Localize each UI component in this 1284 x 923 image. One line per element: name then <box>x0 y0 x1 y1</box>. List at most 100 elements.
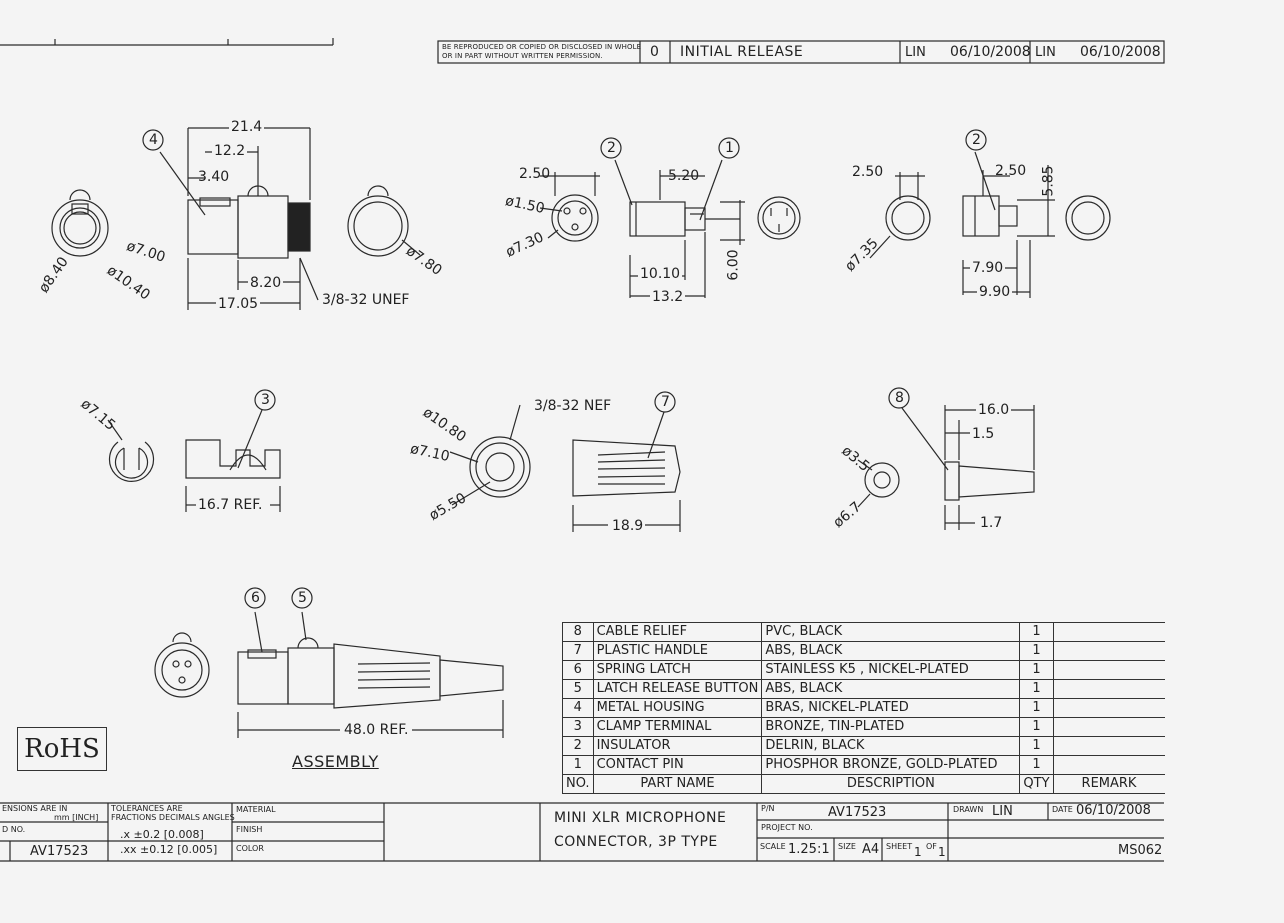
rev-approved-date: 06/10/2008 <box>1080 44 1161 60</box>
callout-circles <box>142 129 987 609</box>
callout-2b: 2 <box>972 132 981 148</box>
bom-cell-qty: 1 <box>1019 679 1054 699</box>
dim-assembly-length: 48.0 REF. <box>344 722 409 738</box>
dims-note-2: mm [INCH] <box>54 813 99 822</box>
sheet-label: SHEET <box>886 842 913 851</box>
dims-note-1: ENSIONS ARE IN <box>2 804 68 813</box>
bom-cell-qty: 1 <box>1019 736 1054 756</box>
bom-cell-part: CABLE RELIEF <box>592 622 763 642</box>
size-value: A4 <box>862 842 880 857</box>
pn-label: P/N <box>761 804 775 813</box>
bom-cell-remark <box>1052 622 1165 642</box>
tolerance-1: .x ±0.2 [0.008] <box>120 828 204 841</box>
bom-cell-no: 1 <box>562 755 594 775</box>
sheet-value: 1 <box>914 845 922 859</box>
bom-cell-desc: BRONZE, TIN-PLATED <box>761 717 1021 737</box>
bom-cell-part: SPRING LATCH <box>592 660 763 680</box>
assembly-label: ASSEMBLY <box>292 752 379 771</box>
date-label: DATE <box>1052 805 1073 814</box>
color-label: COLOR <box>236 844 264 853</box>
bom-cell-qty: 1 <box>1019 698 1054 718</box>
dim-insulator-132: 13.2 <box>650 289 686 305</box>
revision-block-lines <box>437 40 1165 64</box>
bom-cell-no: 7 <box>562 641 594 661</box>
assembly-drawing <box>154 611 504 738</box>
bom-cell-no: 8 <box>562 622 594 642</box>
rev-drawn-by: LIN <box>905 45 926 60</box>
bom-cell-part: CLAMP TERMINAL <box>592 717 763 737</box>
title-line-1: MINI XLR MICROPHONE <box>554 810 727 826</box>
dim-insulator-250: 2.50 <box>519 166 551 182</box>
rohs-mark: RoHS <box>17 727 107 771</box>
bom-cell-remark <box>1052 717 1165 737</box>
bom-cell-no: 6 <box>562 660 594 680</box>
size-label: SIZE <box>838 842 856 851</box>
date-value: 06/10/2008 <box>1076 803 1151 818</box>
project-label: PROJECT NO. <box>761 823 813 832</box>
bom-cell-desc: STAINLESS K5 , NICKEL-PLATED <box>761 660 1021 680</box>
rev-number: 0 <box>650 44 659 60</box>
bom-cell-remark <box>1052 641 1165 661</box>
housing-end-view <box>51 189 109 257</box>
rev-approved-by: LIN <box>1035 45 1056 60</box>
rev-description: INITIAL RELEASE <box>680 44 804 60</box>
bom-cell-no: 2 <box>562 736 594 756</box>
tolerance-2: .xx ±0.12 [0.005] <box>120 843 218 856</box>
bom-cell-no: 3 <box>562 717 594 737</box>
bom-cell-desc: ABS, BLACK <box>761 641 1021 661</box>
dim-relief-15: 1.5 <box>972 426 995 442</box>
notice-line-1: BE REPRODUCED OR COPIED OR DISCLOSED IN … <box>442 43 642 51</box>
bom-cell-part: METAL HOUSING <box>592 698 763 718</box>
scale-value: 1.25:1 <box>788 842 830 857</box>
dno-value: AV17523 <box>30 844 89 859</box>
callout-3: 3 <box>261 392 270 408</box>
dim-clamp-ref: 16.7 REF. <box>198 497 263 513</box>
contact-end-view <box>757 196 801 240</box>
dim-handle-thread: 3/8-32 NEF <box>534 398 612 414</box>
drawn-value: LIN <box>992 804 1013 819</box>
dim-insulator-520: 5.20 <box>668 168 700 184</box>
bom-cell-no: 4 <box>562 698 594 718</box>
bom-cell-part: PART NAME <box>592 774 763 794</box>
bom-cell-part: CONTACT PIN <box>592 755 763 775</box>
callout-2: 2 <box>607 140 616 156</box>
title-block-lines <box>0 802 1164 862</box>
of-label: OF <box>926 842 937 851</box>
dim-contact-790: 7.90 <box>970 260 1006 276</box>
bom-cell-desc: DESCRIPTION <box>761 774 1021 794</box>
cable-relief-views <box>857 405 1035 530</box>
title-line-2: CONNECTOR, 3P TYPE <box>554 834 718 850</box>
bom-cell-qty: 1 <box>1019 755 1054 775</box>
dim-housing-820: 8.20 <box>248 275 284 291</box>
clamp-terminal-views <box>107 409 281 512</box>
dim-housing-3: 3.40 <box>198 169 230 185</box>
notice-line-2: OR IN PART WITHOUT WRITTEN PERMISSION. <box>442 52 603 60</box>
tolerance-label-1: TOLERANCES ARE <box>111 804 183 813</box>
callout-4: 4 <box>149 132 158 148</box>
dno-label: D NO. <box>2 825 26 834</box>
dim-handle-189: 18.9 <box>612 518 644 534</box>
scale-label: SCALE <box>760 842 786 851</box>
callout-5: 5 <box>298 590 307 606</box>
bom-cell-remark <box>1052 660 1165 680</box>
top-left-fragment <box>0 38 334 46</box>
dim-insulator-600: 6.00 <box>725 249 742 281</box>
bom-cell-remark <box>1052 698 1165 718</box>
dim-housing-length: 21.4 <box>229 119 265 135</box>
finish-label: FINISH <box>236 825 263 834</box>
bom-cell-qty: 1 <box>1019 717 1054 737</box>
dim-contact-250a: 2.50 <box>852 164 884 180</box>
dim-contact-585: 5.85 <box>1040 165 1057 197</box>
dim-contact-250b: 2.50 <box>995 163 1027 179</box>
contact-pin-views <box>869 151 1111 298</box>
material-label: MATERIAL <box>236 805 276 814</box>
